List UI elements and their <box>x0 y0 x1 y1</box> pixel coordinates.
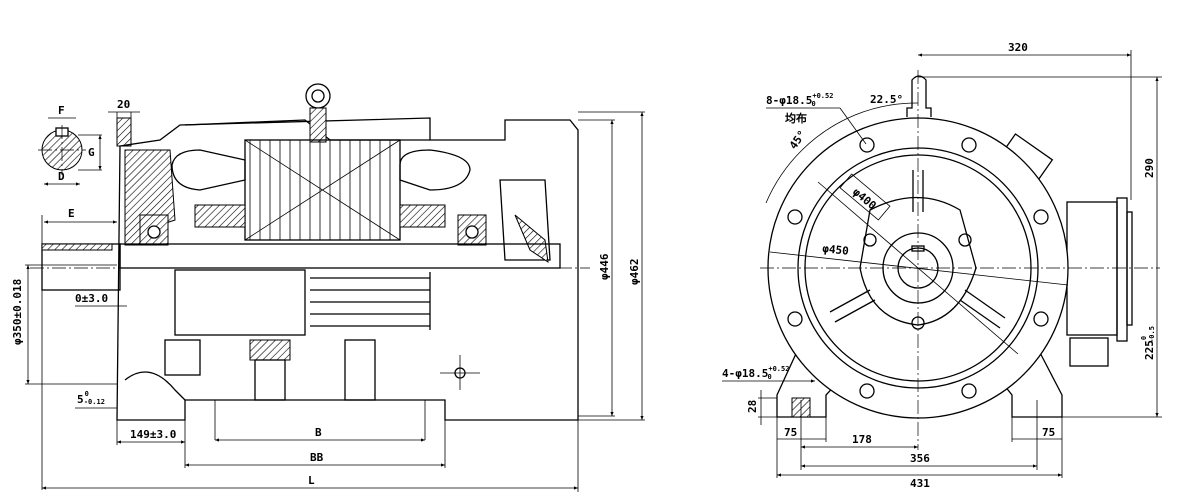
shaft-height-label: 2250-0.5 <box>1140 326 1156 360</box>
side-view: F G D <box>11 83 645 492</box>
motor-end-body <box>760 70 1160 450</box>
shaft-length-label: E <box>68 207 75 220</box>
angle-22-5-label: 22.5° <box>870 93 903 106</box>
angle-45-label: 45° <box>787 128 809 152</box>
flange-diameter-label: φ450 <box>822 242 850 258</box>
overall-length-label: L <box>308 474 315 487</box>
key-width-label: F <box>58 104 65 117</box>
base-length-label: BB <box>310 451 324 464</box>
flange-holes-note: 均布 <box>785 111 807 125</box>
half-foot-spacing-label: 178 <box>852 433 872 446</box>
spigot-depth-label: 50-0.12 <box>77 390 105 406</box>
width-to-box-label: 320 <box>1008 41 1028 54</box>
spigot-offset-label: 0±3.0 <box>75 292 108 305</box>
foot-thickness-label: 28 <box>746 400 759 413</box>
foot-width-left-label: 75 <box>784 426 797 439</box>
spigot-diameter-label: φ350±0.018 <box>11 279 24 345</box>
foot-spacing-label: B <box>315 426 322 439</box>
shaft-key-section: F G D <box>38 104 102 186</box>
base-width-label: 431 <box>910 477 930 490</box>
foot-width-right-label: 75 <box>1042 426 1055 439</box>
foot-spacing-label: 356 <box>910 452 930 465</box>
side-dimensions: 20 E φ350±0.018 0±3.0 50-0.12 149±3.0 B … <box>11 98 645 492</box>
flange-holes <box>787 137 1049 399</box>
motor-body <box>30 83 590 440</box>
body-diameter-2-label: φ462 <box>628 259 641 286</box>
flange-to-foot-label: 149±3.0 <box>130 428 176 441</box>
shaft-diameter-label: D <box>58 170 65 183</box>
key-height-label: G <box>88 146 95 159</box>
height-total-label: 290 <box>1143 158 1156 178</box>
flange-thickness-label: 20 <box>117 98 130 111</box>
body-diameter-1-label: φ446 <box>598 253 611 280</box>
